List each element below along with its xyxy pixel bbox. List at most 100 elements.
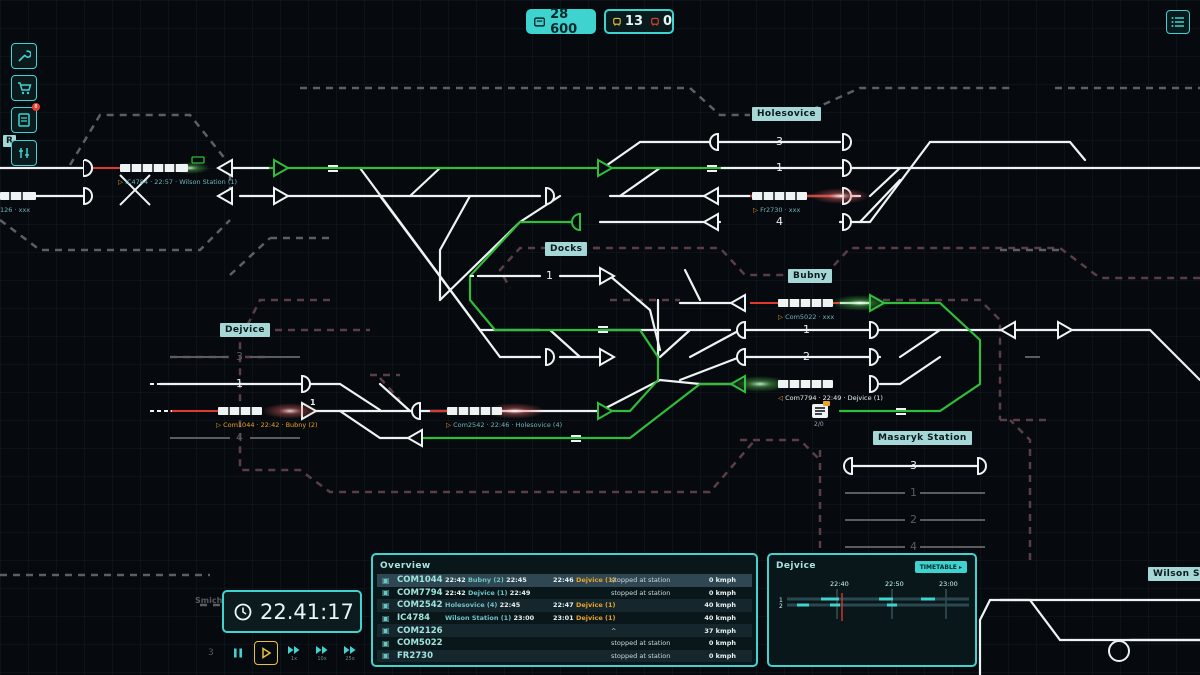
train-id: COM5022 xyxy=(397,638,443,649)
train-icon: ▣ xyxy=(382,600,390,610)
tools-button[interactable] xyxy=(11,43,37,69)
trains-ok-count: 13 xyxy=(624,14,644,29)
track-number: 1 xyxy=(236,377,243,390)
train-id: COM7794 xyxy=(397,587,443,598)
overview-row[interactable]: ▣ COM5022 stopped at station 0 kmph xyxy=(377,637,752,650)
speed-25x-button[interactable]: 25x xyxy=(338,641,362,665)
menu-button[interactable] xyxy=(1166,10,1190,34)
train-label-ic4784[interactable]: ▷ IC4784 · 22:57 · Wilson Station (1) xyxy=(118,178,238,186)
train-label-com7794[interactable]: ◁ Com7794 · 22:49 · Dejvice (1) xyxy=(778,394,883,402)
crossover xyxy=(119,174,151,206)
log-button[interactable]: 8 xyxy=(11,103,40,133)
track-number: 3 xyxy=(236,350,243,363)
shop-button[interactable] xyxy=(11,75,37,101)
cart-icon xyxy=(17,82,32,95)
next-stop: 22:42 Dejvice (1) 22:49 xyxy=(445,588,531,597)
track-number: 2 xyxy=(803,350,810,363)
money-display: 28 600 xyxy=(526,6,596,37)
train-status: stopped at station xyxy=(611,588,671,597)
train-label-com1044[interactable]: ▷ Com1044 · 22:42 · Bubny (2) xyxy=(216,421,318,429)
track-number: 3 xyxy=(910,459,917,472)
train-label-com2542[interactable]: ▷ Com2542 · 22:46 · Holesovice (4) xyxy=(446,421,563,429)
station-label-dejvice[interactable]: Dejvice xyxy=(220,323,270,337)
clock-time: 22.41:17 xyxy=(260,599,354,624)
tt-time: 23:00 xyxy=(939,580,958,588)
train-speed: 0 kmph xyxy=(708,588,736,597)
train-speed: 40 kmph xyxy=(704,601,736,610)
track-number: 4 xyxy=(776,215,783,228)
following-stop: 22:46 Dejvice (1) xyxy=(553,576,616,585)
train-speed: 0 kmph xyxy=(708,639,736,648)
track-number: 3 xyxy=(208,648,214,658)
overview-row[interactable]: ▣COM2126 ^37 kmph xyxy=(377,624,752,637)
train-speed: 0 kmph xyxy=(708,651,736,660)
track-number: 2 xyxy=(910,513,917,526)
overview-title: Overview xyxy=(380,561,431,571)
pause-button[interactable] xyxy=(226,641,250,665)
speed-label: 25x xyxy=(345,655,355,662)
fast-forward-icon xyxy=(344,645,356,654)
track-number: 1 xyxy=(546,269,553,282)
signals xyxy=(83,132,1075,476)
train-counter[interactable]: 13 0 xyxy=(604,9,674,34)
play-button[interactable] xyxy=(254,641,278,665)
speed-1x-button[interactable]: 1x xyxy=(282,641,306,665)
station-label-masaryk[interactable]: Masaryk Station xyxy=(873,431,972,445)
station-label-smichov: Smich xyxy=(195,596,223,605)
train-id: COM2542 xyxy=(397,600,443,611)
track-number: 4 xyxy=(236,431,243,444)
train-icon: ▣ xyxy=(382,575,390,585)
train-status: stopped at station xyxy=(611,639,671,648)
active-route xyxy=(268,166,982,440)
train-status: stopped at station xyxy=(611,576,671,585)
train-label-left-cut[interactable]: 126 · xxx xyxy=(0,206,31,214)
next-stop: Wilson Station (1) 23:00 xyxy=(445,614,535,623)
next-stop: Holesovice (4) 22:45 xyxy=(445,601,521,610)
station-panel[interactable]: Dejvice TIMETABLE ▸ 22:40 22:50 23:00 1 … xyxy=(767,553,977,667)
train-speed: 40 kmph xyxy=(704,614,736,623)
depot-count: 2/0 xyxy=(814,421,824,428)
inactive-tracks xyxy=(170,356,1040,548)
train-status: stopped at station xyxy=(611,651,671,660)
book-icon xyxy=(18,113,30,127)
station-label-wilson[interactable]: Wilson Station xyxy=(1148,567,1200,581)
station-label-docks[interactable]: Docks xyxy=(545,242,588,256)
money-amount: 28 600 xyxy=(550,6,578,37)
station-label-bubny[interactable]: Bubny xyxy=(788,269,832,283)
track-number: 1 xyxy=(803,323,810,336)
timetable-button[interactable]: TIMETABLE ▸ xyxy=(914,561,967,573)
pause-icon xyxy=(234,648,242,658)
district-outlines xyxy=(0,86,1200,607)
train-cars xyxy=(0,162,890,419)
tt-time: 22:40 xyxy=(830,580,849,588)
train-icon: ▣ xyxy=(382,626,390,636)
station-label-holesovice[interactable]: Holesovice xyxy=(752,107,821,121)
train-id: IC4784 xyxy=(397,613,431,624)
crossing-markers xyxy=(328,165,906,442)
train-label-com5022[interactable]: ▷ Com5022 · xxx xyxy=(778,313,835,321)
game-clock: 22.41:17 xyxy=(222,590,362,633)
fast-forward-icon xyxy=(288,645,300,654)
train-icon: ▣ xyxy=(382,613,390,623)
play-icon xyxy=(262,647,272,659)
sliders-icon xyxy=(19,148,29,158)
map-node xyxy=(1108,640,1130,662)
train-alert-icon xyxy=(651,17,659,26)
tt-track: 2 xyxy=(779,603,783,610)
train-label-fr2730[interactable]: ▷ Fr2730 · xxx xyxy=(753,206,801,214)
speed-10x-button[interactable]: 10x xyxy=(310,641,334,665)
train-status-icon xyxy=(191,156,205,164)
timetable-chart: 22:40 22:50 23:00 1 2 xyxy=(779,580,969,621)
log-badge: 8 xyxy=(32,103,40,111)
train-icon: ▣ xyxy=(382,638,390,648)
settings-button[interactable] xyxy=(11,140,37,166)
